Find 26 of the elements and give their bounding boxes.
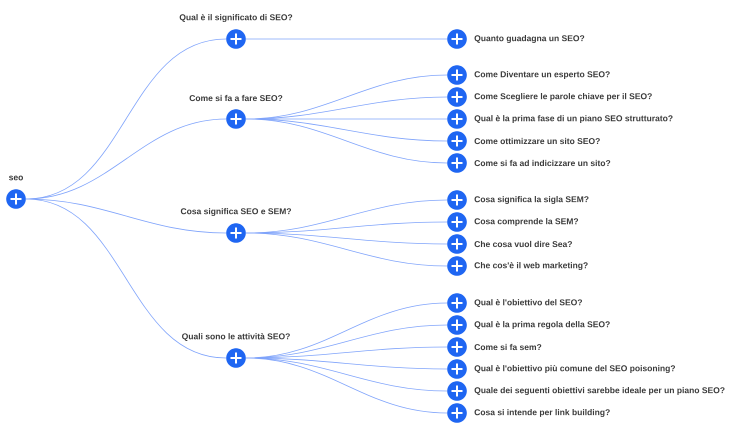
node-label: seo [8, 176, 23, 180]
node-label: Qual è l'obiettivo più comune del SEO poisoning? [474, 364, 676, 373]
node-label: Cosa comprende la SEM? [474, 218, 578, 226]
connector-line [246, 358, 448, 414]
node-label: Qual è l'obiettivo del SEO? [474, 299, 582, 307]
node-label: Come Diventare un esperto SEO? [474, 71, 610, 79]
node-label: Qual è la prima regola della SEO? [474, 320, 610, 329]
node-label: Come si fa a fare SEO? [190, 94, 282, 102]
node-label: Quali sono le attività SEO? [182, 333, 290, 341]
node-label: Qual è la prima fase di un piano SEO strutturato? [474, 114, 673, 123]
node-label: Cosa si intende per link building? [474, 409, 610, 417]
connector-line [26, 198, 226, 358]
node-label: Che cos'è il web marketing? [474, 262, 588, 270]
connector-line [246, 118, 448, 164]
node-label: Come si fa sem? [474, 344, 542, 350]
node-label: Quanto guadagna un SEO? [474, 35, 584, 43]
node-label: Come ottimizzare un sito SEO? [474, 138, 600, 144]
node-label: Quale dei seguenti obiettivi sarebbe ideale per un piano SEO? [474, 387, 725, 395]
node-label: Cosa significa SEO e SEM? [180, 208, 292, 216]
node-label: Come Scegliere le parole chiave per il SEO? [474, 93, 652, 101]
node-label: Qual è il significato di SEO? [180, 14, 292, 22]
node-label: Come si fa ad indicizzare un sito? [474, 160, 610, 166]
node-label: Che cosa vuol dire Sea? [474, 240, 572, 248]
node-label: Cosa significa la sigla SEM? [474, 196, 588, 204]
connector-line [246, 38, 448, 40]
connector-line [246, 232, 448, 266]
